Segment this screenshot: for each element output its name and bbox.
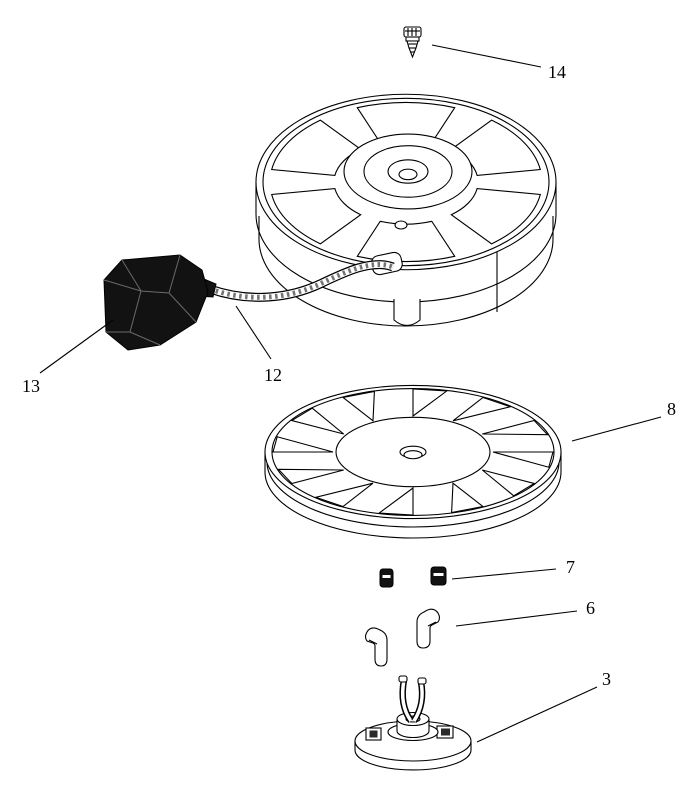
part-pawl-left <box>364 627 388 667</box>
leader-line-12 <box>235 305 272 360</box>
leader-line-14 <box>431 44 542 68</box>
callout-label-13: 13 <box>22 376 40 396</box>
part-starter-rope <box>208 260 395 302</box>
part-brake-spring-right <box>430 566 447 586</box>
callout-label-3: 3 <box>602 669 611 689</box>
part-screw <box>403 26 422 59</box>
leader-line-3 <box>476 686 598 743</box>
part-pawl-right <box>416 608 441 649</box>
part-brake-spring-left <box>379 568 394 588</box>
part-pulley <box>264 385 562 539</box>
callout-label-7: 7 <box>566 557 575 577</box>
leader-line-8 <box>571 416 662 442</box>
part-recoil-housing <box>255 94 557 327</box>
part-starter-handle <box>103 254 217 351</box>
leader-line-13 <box>39 319 114 374</box>
leader-line-7 <box>451 568 557 580</box>
leader-line-6 <box>455 610 578 627</box>
callout-label-6: 6 <box>586 598 595 618</box>
callout-label-8: 8 <box>667 399 676 419</box>
part-retainer <box>354 675 472 771</box>
callout-label-14: 14 <box>548 62 566 82</box>
callout-label-12: 12 <box>264 365 282 385</box>
